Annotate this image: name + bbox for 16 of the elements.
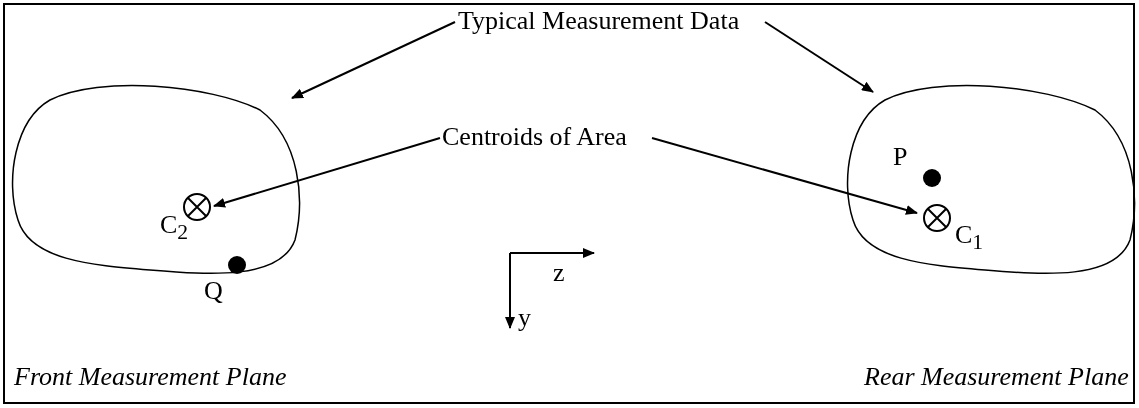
callout-text: Centroids of Area xyxy=(442,124,627,150)
leader-arrow xyxy=(764,21,874,93)
symbol-label: C$_{1}$ xyxy=(955,222,984,254)
symbol-label: C$_{2}$ xyxy=(160,212,189,244)
callout-text: Typical Measurement Data xyxy=(458,8,740,34)
centroid-symbol xyxy=(184,194,210,220)
plane-caption: Rear Measurement Plane xyxy=(864,364,1129,390)
leader-arrow xyxy=(213,137,441,208)
centroid-symbol xyxy=(924,205,950,231)
leader-arrow xyxy=(651,137,918,215)
axis-label: z xyxy=(553,260,565,286)
point-label: Q xyxy=(204,278,223,304)
leader-arrow xyxy=(291,21,456,99)
axis-label: y xyxy=(518,305,531,331)
point-label: P xyxy=(893,144,908,170)
plane-caption: Front Measurement Plane xyxy=(14,364,287,390)
